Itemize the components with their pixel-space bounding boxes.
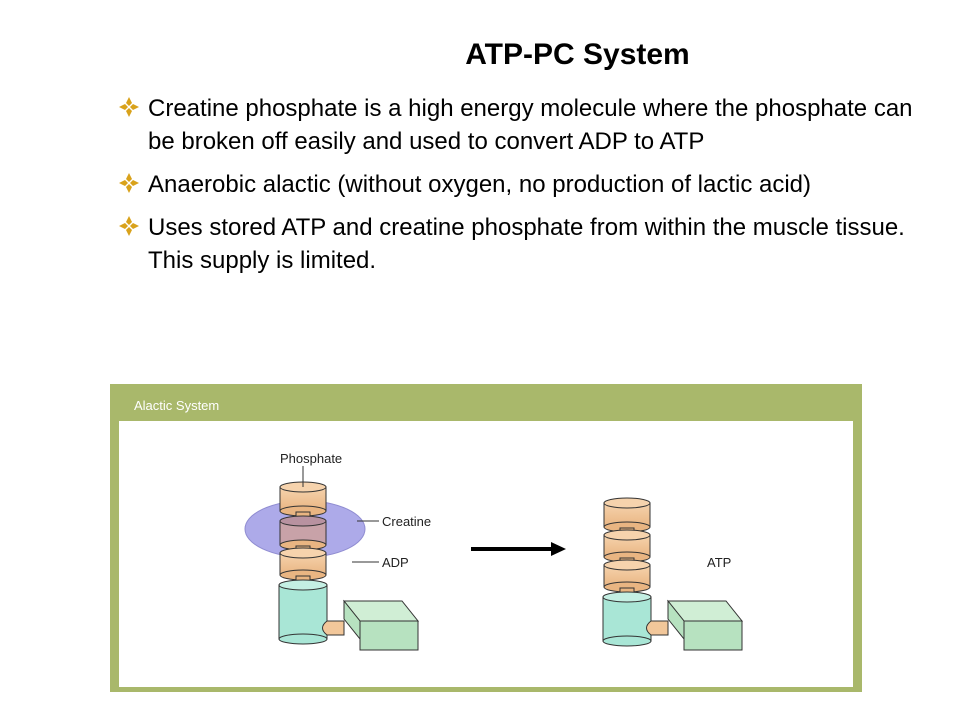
phosphate-label: Phosphate xyxy=(280,451,342,466)
left-stack: Phosphate Creatine ADP xyxy=(244,451,431,651)
connector-tab xyxy=(646,620,669,636)
creatine-label: Creatine xyxy=(382,514,431,529)
figure-caption: Alactic System xyxy=(134,398,220,413)
diamond-bullet-icon xyxy=(119,173,139,193)
atp-disc xyxy=(603,559,651,595)
connector-tab xyxy=(322,620,345,636)
phosphate-disc xyxy=(279,481,327,519)
atp-label: ATP xyxy=(707,555,731,570)
bullet-item: Uses stored ATP and creatine phosphate f… xyxy=(118,211,918,277)
adp-disc xyxy=(279,515,327,553)
atp-disc xyxy=(603,497,651,535)
diamond-bullet-icon xyxy=(119,97,139,117)
bullet-text: Creatine phosphate is a high energy mole… xyxy=(148,95,913,155)
adp-label: ADP xyxy=(382,555,409,570)
diamond-bullet-icon xyxy=(119,216,139,236)
bullet-text: Anaerobic alactic (without oxygen, no pr… xyxy=(148,171,812,198)
figure-panel: Phosphate Creatine ADP xyxy=(119,421,853,687)
bullet-item: Creatine phosphate is a high energy mole… xyxy=(118,92,918,158)
alactic-system-figure: Alactic System xyxy=(110,384,862,692)
enzyme-cylinder xyxy=(602,591,652,647)
adp-disc xyxy=(279,547,327,583)
atp-pc-diagram: Phosphate Creatine ADP xyxy=(244,451,744,651)
right-stack: ATP xyxy=(602,497,744,651)
slide-title: ATP-PC System xyxy=(465,38,690,71)
bullet-list: Creatine phosphate is a high energy mole… xyxy=(118,92,918,287)
atp-disc xyxy=(603,529,651,565)
substrate-block xyxy=(342,599,420,651)
reaction-arrow xyxy=(471,542,566,556)
substrate-block xyxy=(666,599,744,651)
enzyme-cylinder xyxy=(278,579,328,645)
bullet-item: Anaerobic alactic (without oxygen, no pr… xyxy=(118,168,918,201)
bullet-text: Uses stored ATP and creatine phosphate f… xyxy=(148,214,905,274)
